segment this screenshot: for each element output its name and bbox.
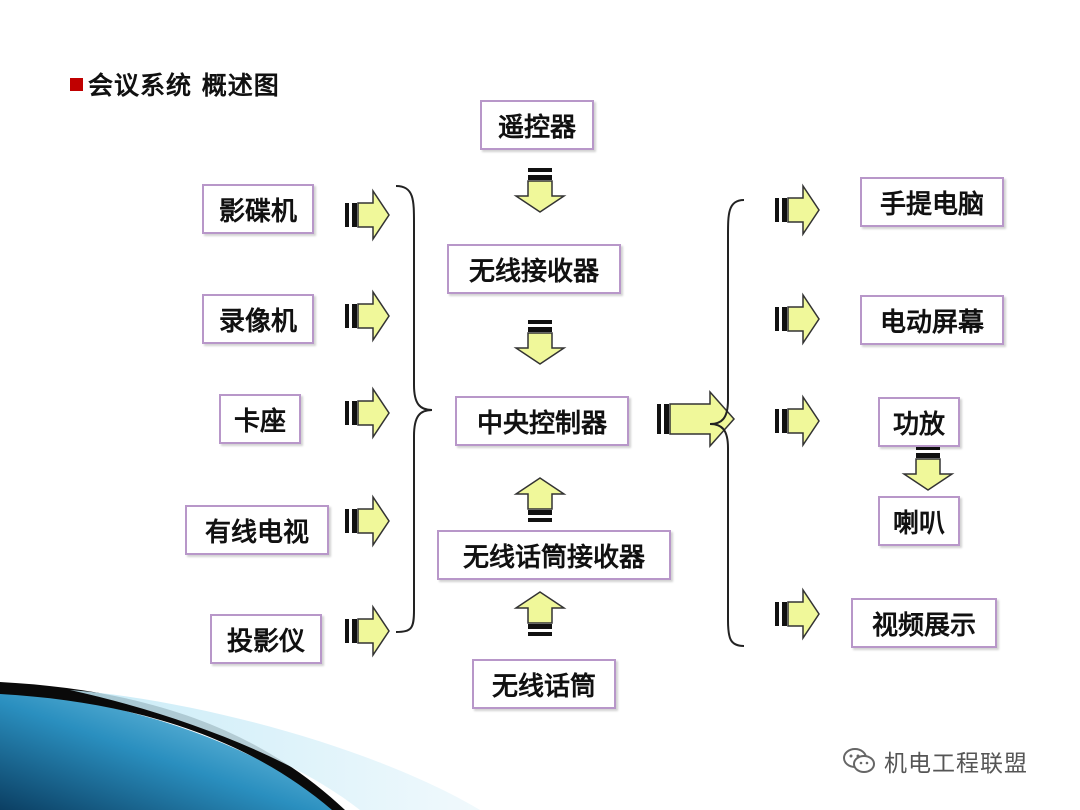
output-box-amplifier: 功放 bbox=[878, 397, 960, 447]
input-box-projector: 投影仪 bbox=[210, 614, 322, 664]
arrow-right-icon bbox=[774, 185, 820, 235]
output-label: 电动屏幕 bbox=[879, 307, 984, 338]
left-brace bbox=[395, 185, 433, 633]
output-label: 喇叭 bbox=[892, 508, 945, 539]
watermark-text: 机电工程联盟 bbox=[884, 751, 1028, 777]
arrow-up-icon bbox=[515, 591, 565, 637]
wireless-receiver-box: 无线接收器 bbox=[447, 244, 621, 294]
arrow-right-icon bbox=[344, 388, 390, 438]
arrow-right-icon bbox=[344, 190, 390, 240]
output-box-laptop: 手提电脑 bbox=[860, 177, 1004, 227]
input-box-vcr: 录像机 bbox=[202, 294, 314, 344]
arrow-right-icon bbox=[344, 606, 390, 656]
input-box-dvd: 影碟机 bbox=[202, 184, 314, 234]
central-controller-box: 中央控制器 bbox=[455, 396, 629, 446]
wechat-icon bbox=[843, 748, 875, 773]
output-box-video-display: 视频展示 bbox=[851, 598, 997, 648]
arrow-right-main-icon bbox=[657, 390, 736, 448]
input-box-cassette: 卡座 bbox=[219, 394, 301, 444]
output-box-screen: 电动屏幕 bbox=[860, 295, 1004, 345]
wireless-mic-box: 无线话筒 bbox=[472, 659, 616, 709]
right-brace bbox=[709, 199, 745, 647]
mic-receiver-box: 无线话筒接收器 bbox=[437, 530, 671, 580]
output-box-speaker: 喇叭 bbox=[878, 496, 960, 546]
arrow-down-icon bbox=[903, 445, 953, 491]
arrow-right-icon bbox=[344, 291, 390, 341]
central-controller-label: 中央控制器 bbox=[476, 408, 607, 439]
arrow-right-icon bbox=[774, 589, 820, 639]
wireless-mic-label: 无线话筒 bbox=[491, 671, 596, 702]
arrow-right-icon bbox=[344, 496, 390, 546]
input-label: 录像机 bbox=[218, 306, 297, 337]
input-label: 有线电视 bbox=[204, 517, 309, 548]
slide-title-text: 会议系统 概述图 bbox=[88, 71, 280, 100]
arrow-right-icon bbox=[774, 396, 820, 446]
slide-title: 会议系统 概述图 bbox=[70, 66, 280, 102]
arrow-right-icon bbox=[774, 294, 820, 344]
output-label: 手提电脑 bbox=[879, 189, 984, 220]
input-box-cable-tv: 有线电视 bbox=[185, 505, 329, 555]
output-label: 视频展示 bbox=[871, 610, 976, 641]
input-label: 影碟机 bbox=[218, 196, 297, 227]
arrow-down-icon bbox=[515, 319, 565, 365]
arrow-up-icon bbox=[515, 477, 565, 523]
title-bullet-icon bbox=[70, 77, 83, 91]
mic-receiver-label: 无线话筒接收器 bbox=[462, 542, 645, 573]
watermark: 机电工程联盟 bbox=[842, 744, 1028, 778]
remote-control-label: 遥控器 bbox=[497, 112, 576, 143]
input-label: 卡座 bbox=[233, 406, 286, 437]
output-label: 功放 bbox=[892, 409, 945, 440]
remote-control-box: 遥控器 bbox=[480, 100, 594, 150]
arrow-down-icon bbox=[515, 167, 565, 213]
input-label: 投影仪 bbox=[226, 626, 305, 657]
wireless-receiver-label: 无线接收器 bbox=[468, 256, 599, 287]
